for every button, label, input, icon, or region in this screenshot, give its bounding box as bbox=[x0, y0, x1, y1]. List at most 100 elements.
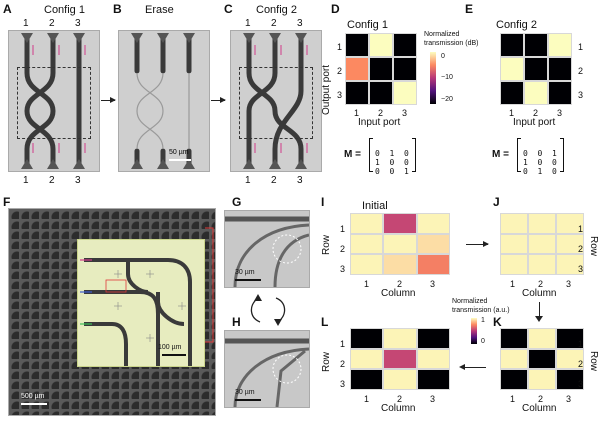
device-array-micrograph: 100 µm 500 µm bbox=[8, 208, 216, 416]
heatmap-cell bbox=[383, 233, 417, 255]
l-xtick-3: 3 bbox=[430, 394, 436, 404]
panel-label-f: F bbox=[3, 195, 11, 209]
e-xtick-3: 3 bbox=[557, 108, 563, 118]
heatmap-cell bbox=[548, 57, 572, 81]
scalebar-f-small bbox=[162, 354, 186, 356]
scalebar-g-label: 30 µm bbox=[235, 269, 255, 276]
mesh-region: 100 µm bbox=[77, 239, 205, 367]
panel-label-e: E bbox=[465, 2, 474, 16]
panel-label-j: J bbox=[493, 195, 500, 209]
j-xlabel: Column bbox=[522, 288, 557, 299]
erase-micrograph: 50 µm bbox=[118, 30, 210, 172]
scalebar-g bbox=[235, 279, 261, 281]
e-xtick-1: 1 bbox=[509, 108, 515, 118]
heatmap-config2 bbox=[500, 33, 572, 105]
scalebar-b-label: 50 µm bbox=[169, 149, 189, 156]
top-port-1: 1 bbox=[245, 18, 251, 29]
heatmap-cell bbox=[500, 33, 524, 57]
matrix-e-bracket-right bbox=[560, 138, 564, 172]
l-ylabel: Row bbox=[321, 351, 332, 372]
bottom-port-2: 2 bbox=[49, 175, 55, 186]
arrow-b-to-c bbox=[211, 97, 226, 103]
i-ylabel: Row bbox=[321, 234, 332, 255]
matrix-e-label: M = bbox=[492, 149, 509, 160]
heatmap-cell bbox=[524, 33, 548, 57]
j-xtick-1: 1 bbox=[510, 279, 516, 289]
top-port-3: 3 bbox=[75, 18, 81, 29]
j-ylabel: Row bbox=[588, 236, 599, 257]
k-xlabel: Column bbox=[522, 403, 557, 414]
toggle-arrows-icon bbox=[250, 294, 286, 326]
bottom-port-1: 1 bbox=[245, 175, 251, 186]
colorbar-au-tick-1: 1 bbox=[481, 317, 485, 324]
heatmap-cell bbox=[528, 254, 556, 275]
heatmap-cell bbox=[345, 57, 369, 81]
heatmap-cell bbox=[548, 81, 572, 105]
panel-label-g: G bbox=[232, 195, 242, 209]
panel-label-k: K bbox=[493, 315, 502, 329]
heatmap-cell bbox=[350, 328, 384, 349]
i-ytick-2: 2 bbox=[340, 244, 346, 254]
heatmap-cell bbox=[528, 233, 556, 255]
heatmap-initial bbox=[350, 213, 450, 275]
heatmap-cell bbox=[416, 233, 450, 255]
heatmap-cell bbox=[548, 33, 572, 57]
i-xtick-3: 3 bbox=[430, 279, 436, 289]
d-ylabel: Output port bbox=[321, 64, 332, 115]
j-ytick-1: 1 bbox=[578, 224, 584, 234]
colorbar-db-title: Normalized transmission (dB) bbox=[424, 31, 479, 47]
scalebar-h-label: 30 µm bbox=[235, 389, 255, 396]
arrow-i-to-j bbox=[466, 241, 489, 247]
heatmap-cell bbox=[416, 213, 450, 234]
l-xlabel: Column bbox=[381, 403, 416, 414]
waveguide-zoom-h bbox=[225, 338, 309, 407]
matrix-d-bracket-right bbox=[412, 138, 416, 172]
e-ytick-3: 3 bbox=[578, 90, 584, 100]
arrow-a-to-b bbox=[101, 97, 116, 103]
d-xlabel: Input port bbox=[358, 117, 401, 128]
panel-e-title: Config 2 bbox=[496, 19, 537, 31]
heatmap-cell bbox=[528, 328, 556, 349]
colorbar-au-tick-0: 0 bbox=[481, 338, 485, 345]
l-xtick-1: 1 bbox=[364, 394, 370, 404]
heatmap-cell bbox=[350, 348, 384, 370]
top-port-2: 2 bbox=[271, 18, 277, 29]
k-ytick-2: 2 bbox=[578, 359, 584, 369]
panel-label-a: A bbox=[3, 2, 12, 16]
heatmap-cell bbox=[383, 369, 417, 390]
heatmap-cell bbox=[500, 233, 528, 255]
waveguide-drawing-b bbox=[131, 33, 195, 169]
heatmap-cell bbox=[369, 33, 393, 57]
e-ytick-2: 2 bbox=[578, 66, 584, 76]
heatmap-cell bbox=[556, 213, 584, 234]
matrix-d-label: M = bbox=[344, 149, 361, 160]
colorbar-db-tick-0: 0 bbox=[441, 53, 445, 60]
d-ytick-2: 2 bbox=[337, 66, 343, 76]
k-ytick-1: 1 bbox=[578, 339, 584, 349]
d-xtick-1: 1 bbox=[354, 108, 360, 118]
bottom-port-3: 3 bbox=[297, 175, 303, 186]
bottom-port-1: 1 bbox=[23, 175, 29, 186]
heatmap-cell bbox=[416, 328, 450, 349]
l-ytick-3: 3 bbox=[340, 379, 346, 389]
bottom-port-3: 3 bbox=[75, 175, 81, 186]
heatmap-cell bbox=[383, 348, 417, 370]
heatmap-cell bbox=[369, 57, 393, 81]
top-port-2: 2 bbox=[49, 18, 55, 29]
heatmap-cell bbox=[556, 348, 584, 370]
d-ytick-3: 3 bbox=[337, 90, 343, 100]
panel-label-h: H bbox=[232, 315, 241, 329]
panel-label-b: B bbox=[113, 2, 122, 16]
bottom-port-2: 2 bbox=[271, 175, 277, 186]
heatmap-cell bbox=[416, 348, 450, 370]
region-box-c bbox=[239, 67, 313, 139]
heatmap-cell bbox=[383, 254, 417, 275]
j-ytick-2: 2 bbox=[578, 244, 584, 254]
heatmap-cell bbox=[500, 81, 524, 105]
d-xtick-2: 2 bbox=[378, 108, 384, 118]
i-ytick-1: 1 bbox=[340, 224, 346, 234]
k-ytick-3: 3 bbox=[578, 379, 584, 389]
k-xtick-1: 1 bbox=[510, 394, 516, 404]
scalebar-f-large bbox=[21, 403, 47, 405]
heatmap-cell bbox=[345, 33, 369, 57]
